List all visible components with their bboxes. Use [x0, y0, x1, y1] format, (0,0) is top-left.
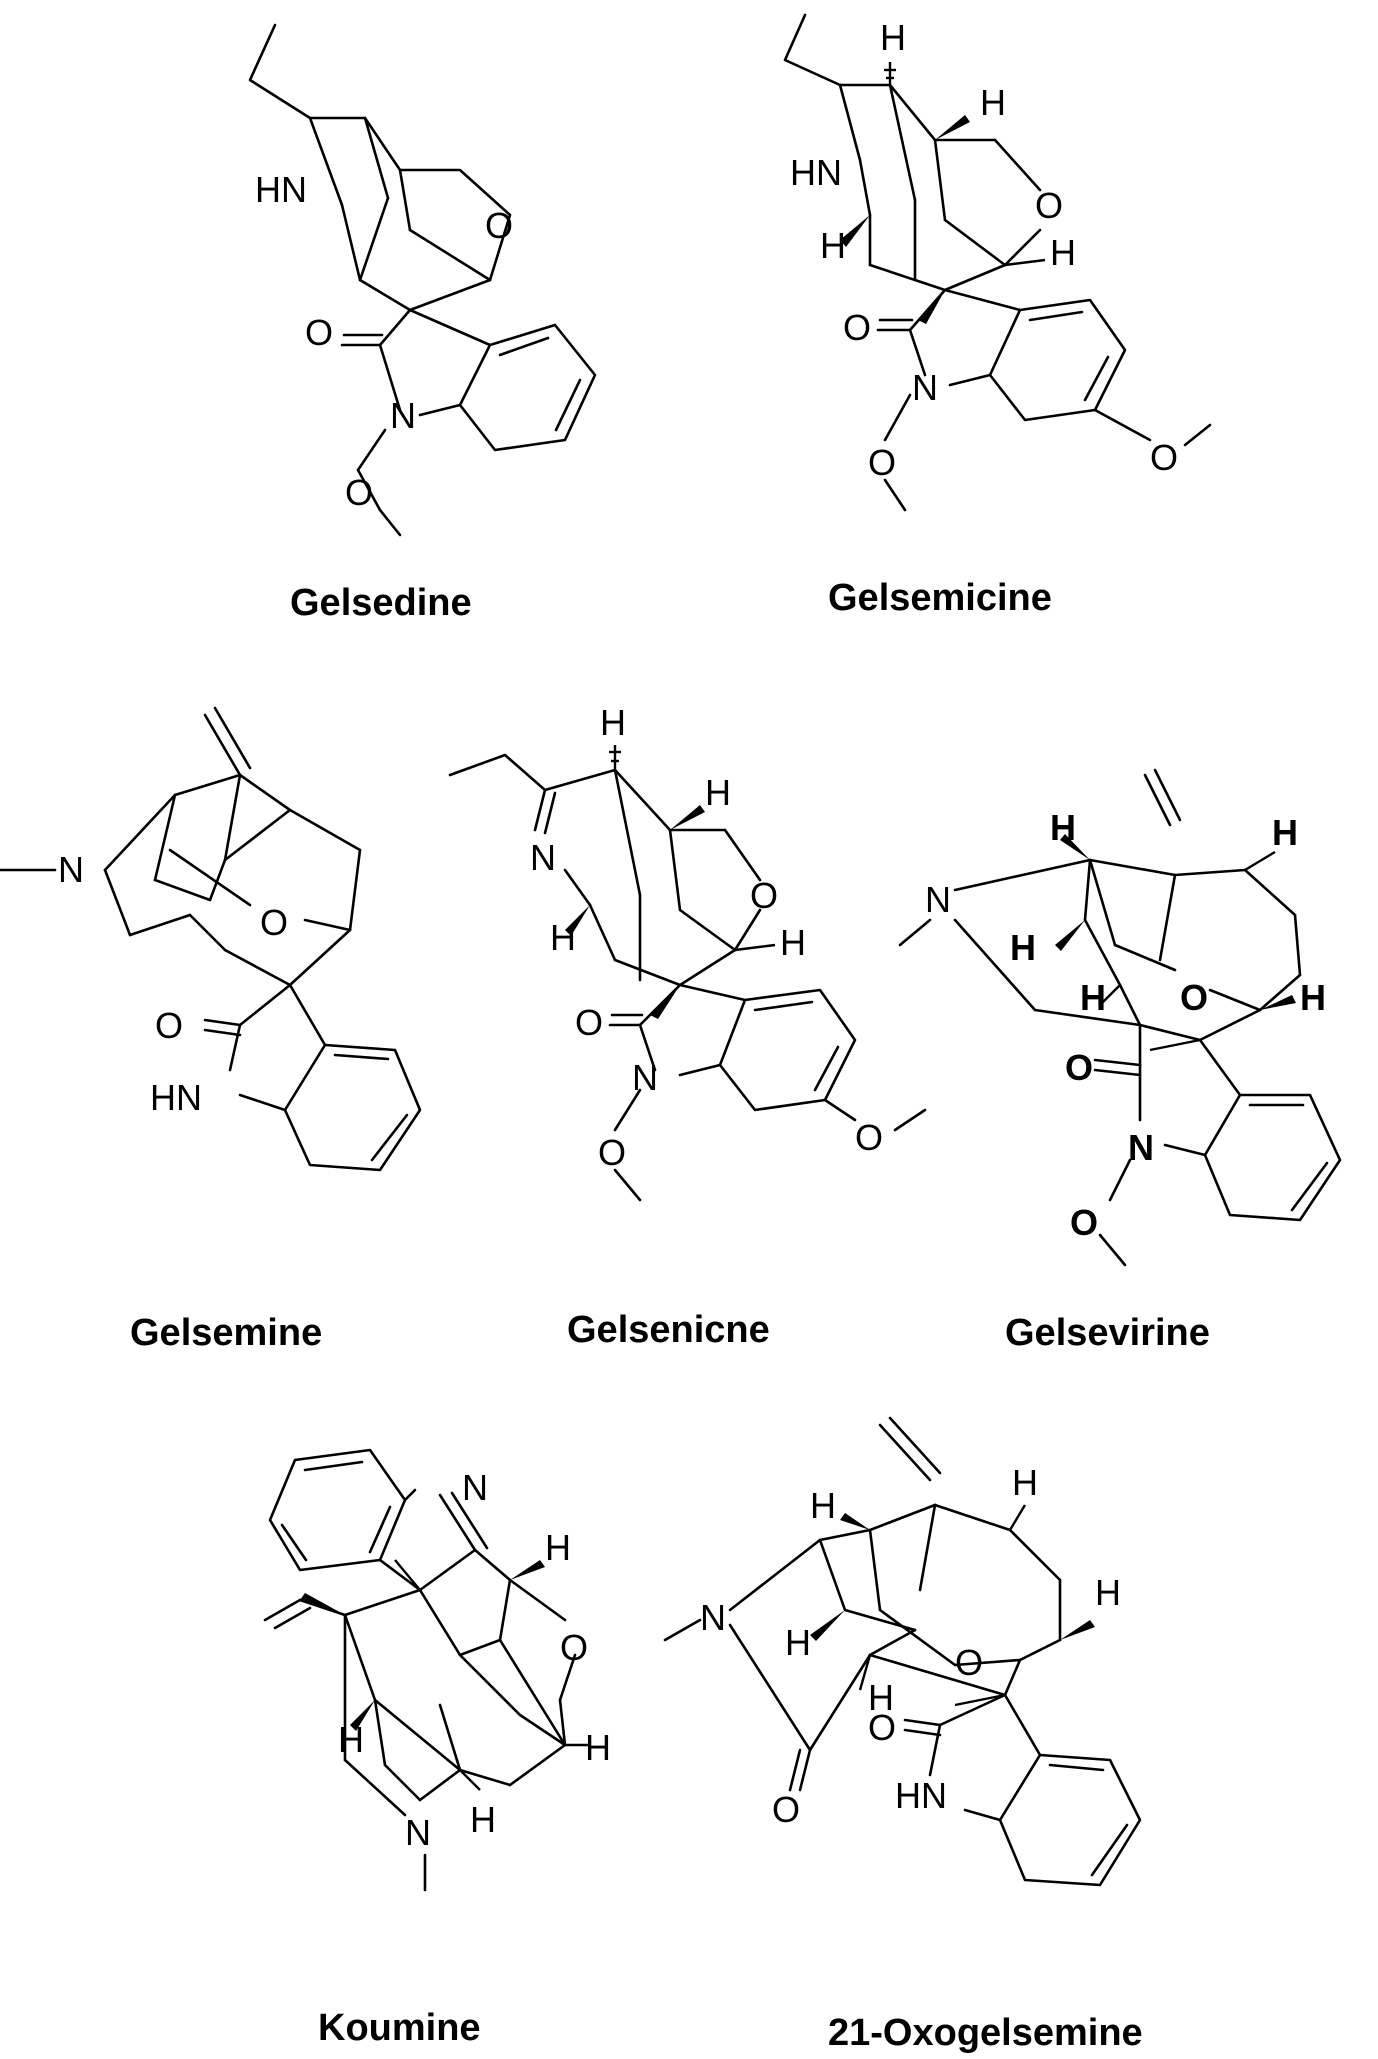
atom-label: O: [843, 307, 871, 348]
atom-label: O: [1035, 185, 1063, 226]
structure-gelsenicne: H H N O H H O N O O: [448, 702, 927, 1202]
atom-label: H: [1095, 1572, 1121, 1613]
atom-label: H: [705, 772, 731, 813]
atom-label: O: [1065, 1047, 1093, 1088]
compound-name-gelsedine: Gelsedine: [290, 582, 472, 624]
atom-label: H: [820, 225, 846, 266]
compound-name-gelsevirine: Gelsevirine: [1005, 1312, 1210, 1354]
atom-label: O: [750, 875, 778, 916]
atom-label: N: [462, 1467, 488, 1508]
compound-name-gelsenicne: Gelsenicne: [567, 1309, 770, 1351]
atom-label: N: [912, 367, 938, 408]
atom-label: H: [1010, 927, 1036, 968]
atom-label: H: [1012, 1462, 1038, 1503]
atom-label: H: [1300, 977, 1326, 1018]
atom-label: N: [530, 837, 556, 878]
compound-name-21-oxogelsemine: 21-Oxogelsemine: [828, 2012, 1143, 2054]
structure-gelsemicine: H H HN O H H O N O O: [783, 13, 1212, 512]
atom-label: H: [1080, 977, 1106, 1018]
atom-label: O: [155, 1005, 183, 1046]
atom-label: O: [1150, 437, 1178, 478]
atom-label: N: [405, 1812, 431, 1853]
atom-label: H: [980, 82, 1006, 123]
atom-label: H: [810, 1485, 836, 1526]
atom-label: H: [1272, 812, 1298, 853]
structure-koumine: N H O H H N H: [263, 1448, 611, 1892]
compound-name-gelsemine: Gelsemine: [130, 1312, 322, 1354]
structure-21-oxogelsemine: H H N H H O H O O HN: [663, 1416, 1142, 1887]
compound-name-koumine: Koumine: [318, 2007, 481, 2049]
atom-label: H: [470, 1799, 496, 1840]
atom-label: O: [855, 1117, 883, 1158]
atom-label: H: [868, 1677, 894, 1718]
atom-label: N: [1128, 1127, 1154, 1168]
atom-label: O: [772, 1789, 800, 1830]
structure-gelsemine: N O O HN: [0, 706, 422, 1172]
atom-label: O: [485, 205, 513, 246]
atom-label: H: [600, 702, 626, 743]
atom-label: HN: [790, 152, 842, 193]
atom-label: N: [632, 1057, 658, 1098]
atom-label: N: [925, 879, 951, 920]
atom-label: O: [868, 1707, 896, 1748]
atom-label: HN: [255, 169, 307, 210]
atom-label: O: [305, 312, 333, 353]
atom-label: H: [780, 922, 806, 963]
atom-label: O: [1180, 977, 1208, 1018]
compound-name-gelsemicine: Gelsemicine: [828, 577, 1052, 619]
atom-label: O: [575, 1002, 603, 1043]
atom-label: H: [785, 1622, 811, 1663]
atom-label: H: [545, 1527, 571, 1568]
atom-label: O: [345, 472, 373, 513]
atom-label: N: [700, 1597, 726, 1638]
atom-label: O: [560, 1627, 588, 1668]
structure-gelsevirine: N H H H H O H O N O: [898, 768, 1342, 1267]
atom-label: HN: [895, 1775, 947, 1816]
atom-label: H: [880, 17, 906, 58]
atom-label: O: [598, 1132, 626, 1173]
structure-gelsedine: HN O O N O: [248, 23, 597, 537]
atom-label: H: [585, 1727, 611, 1768]
atom-label: O: [1070, 1202, 1098, 1243]
atom-label: H: [338, 1719, 364, 1760]
atom-label: O: [260, 902, 288, 943]
atom-label: H: [550, 917, 576, 958]
atom-label: HN: [150, 1077, 202, 1118]
atom-label: N: [58, 849, 84, 890]
atom-label: O: [955, 1642, 983, 1683]
atom-label: H: [1050, 232, 1076, 273]
atom-label: O: [868, 442, 896, 483]
atom-label: H: [1050, 807, 1076, 848]
atom-label: N: [390, 395, 416, 436]
